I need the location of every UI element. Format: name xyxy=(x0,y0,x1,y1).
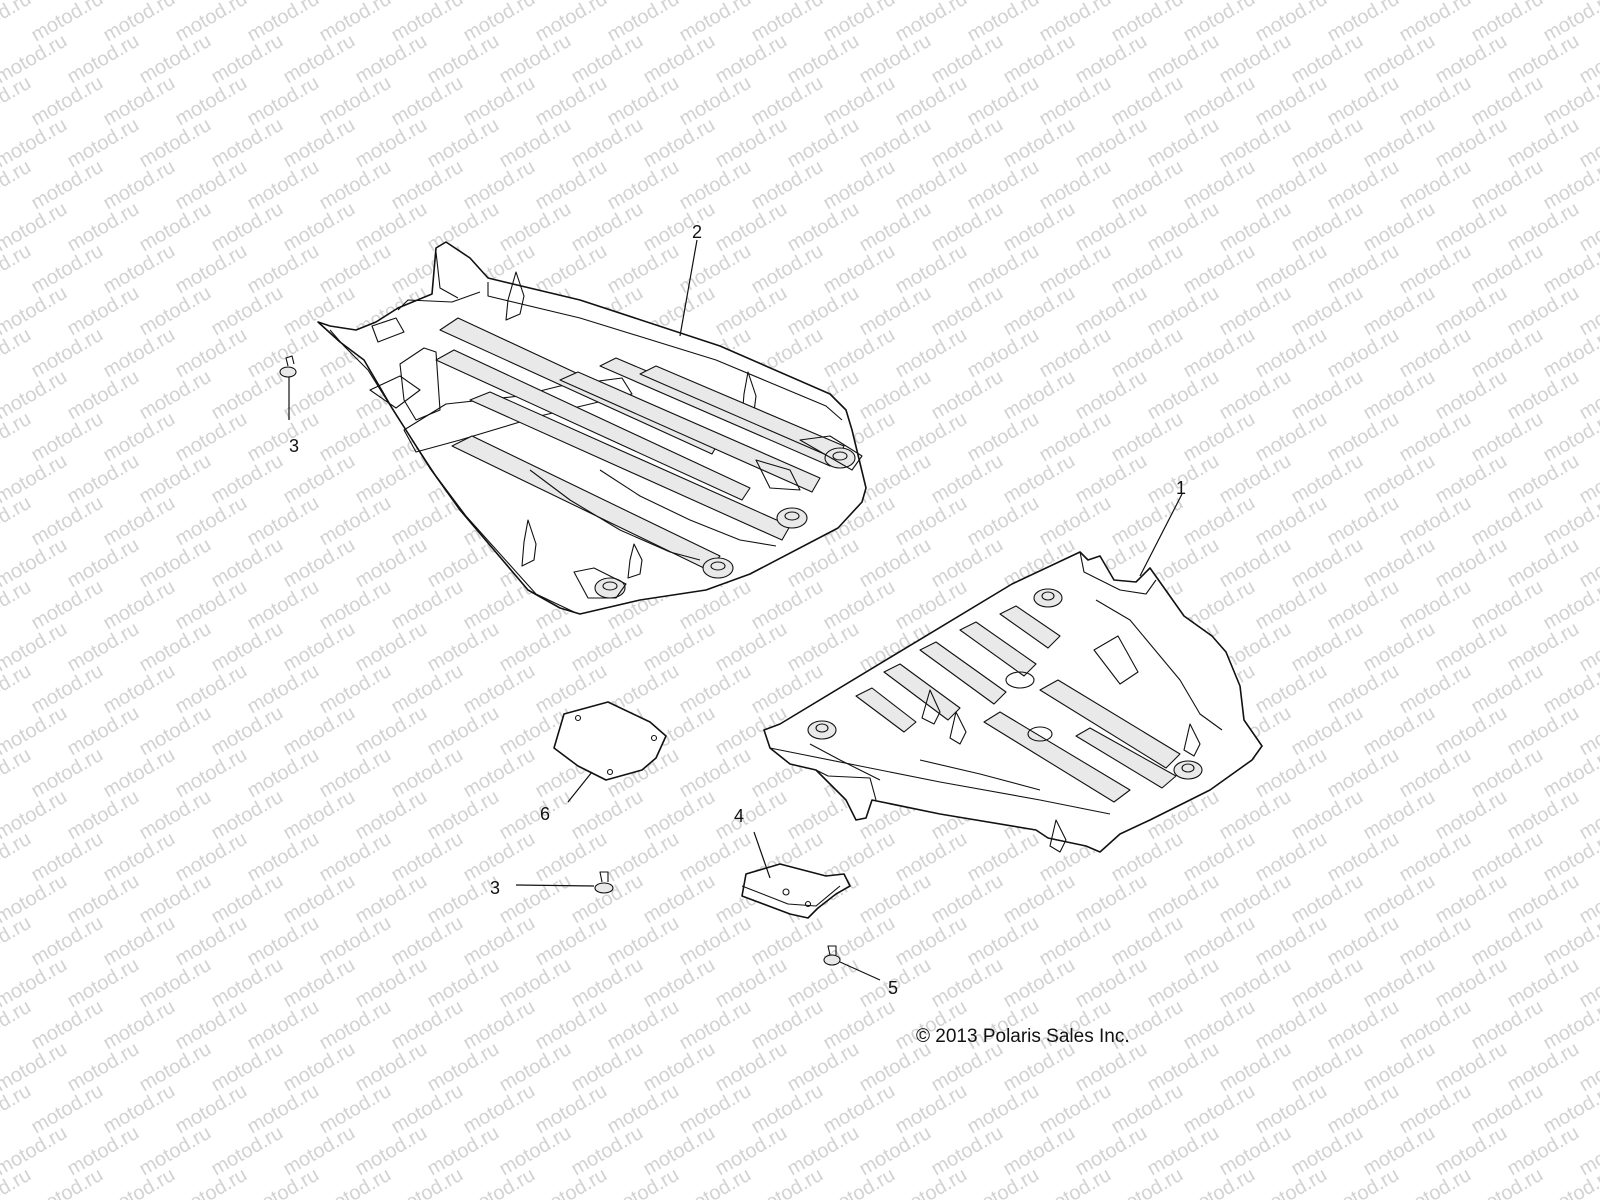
callout-6: 6 xyxy=(540,804,550,824)
callout-5: 5 xyxy=(888,978,898,998)
leader-line-2 xyxy=(679,239,698,337)
copyright-notice: © 2013 Polaris Sales Inc. xyxy=(916,1026,1130,1047)
skid-plate-front xyxy=(763,551,1263,853)
skid-plate-rear xyxy=(317,241,867,615)
callout-4: 4 xyxy=(734,806,744,826)
push-rivet-top xyxy=(279,355,297,420)
mounting-bracket xyxy=(741,863,851,919)
callout-3-top: 3 xyxy=(289,436,299,456)
leader-line-1 xyxy=(1139,493,1183,577)
leader-line-6 xyxy=(567,771,593,803)
callout-2: 2 xyxy=(692,222,702,242)
access-cover-plate xyxy=(553,701,667,781)
push-rivet-bottom xyxy=(515,871,614,894)
callout-1: 1 xyxy=(1176,478,1186,498)
callout-3-bottom: 3 xyxy=(490,878,500,898)
leader-line-4 xyxy=(753,831,771,879)
screw xyxy=(823,945,881,981)
